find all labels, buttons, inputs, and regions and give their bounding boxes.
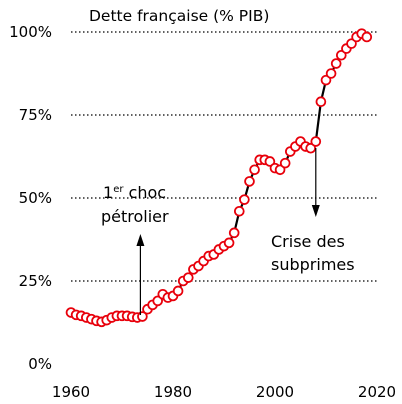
- x-tick-labels: 1960 1980 2000 2020: [52, 383, 396, 401]
- data-point-1994: [239, 194, 250, 205]
- x-tick-label-1980: 1980: [154, 383, 192, 401]
- data-point-2011: [325, 68, 337, 79]
- grid-lines: [71, 31, 377, 282]
- annotation-subprime-line2: subprimes: [271, 255, 355, 274]
- data-point-2007: [305, 142, 317, 154]
- x-tick-label-1960: 1960: [52, 383, 90, 401]
- data-point-2008: [310, 136, 322, 147]
- y-tick-label-50: 50%: [19, 189, 52, 207]
- y-tick-labels: 0% 25% 50% 75% 100%: [9, 23, 52, 373]
- data-point-2013: [335, 49, 347, 61]
- chart-title: Dette française (% PIB): [89, 7, 269, 25]
- data-point-1977: [152, 295, 164, 307]
- x-tick-label-2000: 2000: [256, 383, 294, 401]
- data-point-1991: [223, 237, 235, 249]
- data-point-2015: [346, 38, 357, 49]
- data-point-2009: [315, 96, 327, 108]
- annotation-oil-shock-line1: 1er choc: [103, 183, 166, 202]
- data-point-2012: [330, 58, 342, 69]
- data-point-2002: [279, 157, 291, 169]
- annotation-subprime-line1: Crise des: [271, 232, 345, 251]
- data-point-1981: [172, 285, 184, 297]
- y-tick-label-75: 75%: [19, 106, 52, 124]
- y-tick-label-100: 100%: [9, 23, 52, 41]
- annotation-oil-shock: 1er choc pétrolier: [101, 183, 169, 315]
- y-tick-label-25: 25%: [19, 272, 52, 290]
- data-point-2010: [320, 74, 332, 86]
- data-point-1996: [249, 164, 260, 176]
- annotation-subprime-arrowhead: [311, 205, 320, 217]
- data-point-1992: [228, 227, 240, 239]
- annotation-oil-shock-arrowhead: [136, 234, 145, 246]
- data-point-2018: [361, 31, 373, 43]
- data-point-1999: [264, 156, 276, 167]
- data-point-1995: [244, 176, 255, 187]
- x-tick-label-2020: 2020: [358, 383, 396, 401]
- annotation-oil-shock-line2: pétrolier: [101, 207, 169, 226]
- annotation-subprime-crisis: Crise des subprimes: [271, 148, 355, 274]
- data-point-1983: [183, 272, 194, 283]
- data-point-1993: [234, 205, 245, 217]
- data-point-2001: [274, 164, 286, 176]
- data-points: [65, 28, 373, 328]
- y-tick-label-0: 0%: [28, 355, 52, 373]
